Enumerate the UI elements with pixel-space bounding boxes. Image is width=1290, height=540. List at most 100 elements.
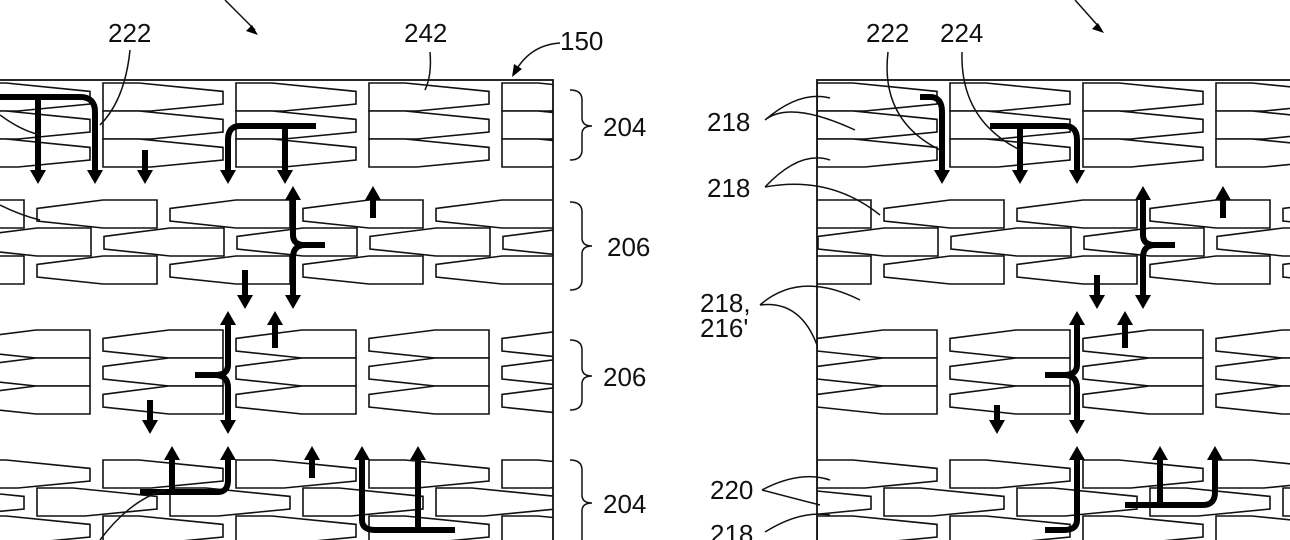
ref-label-222: 222 [108, 18, 151, 48]
fin [103, 227, 225, 257]
fin [0, 493, 25, 513]
arrow-head-icon [220, 420, 236, 434]
arrow-head-icon [1207, 446, 1223, 460]
arrow-head-icon [365, 186, 381, 200]
arrow-head-icon [137, 170, 153, 184]
fin [102, 385, 224, 415]
arrow-head-icon [220, 311, 236, 325]
fin [684, 386, 804, 414]
fin [1215, 357, 1290, 387]
arrow-head-icon [30, 170, 46, 184]
fin [302, 199, 424, 229]
arrow-head-icon [1069, 311, 1085, 325]
fin [235, 138, 357, 168]
fin [817, 227, 939, 257]
fin [1215, 385, 1290, 415]
fin [501, 515, 553, 540]
ref-label-220: 220 [710, 475, 753, 505]
fin [235, 459, 357, 489]
fin [501, 331, 553, 358]
arrow-head-icon [220, 446, 236, 460]
fin [368, 329, 490, 359]
arrow-head-icon [237, 295, 253, 309]
fin [501, 82, 553, 112]
fin [435, 199, 553, 229]
fin [102, 110, 224, 140]
fin [435, 487, 553, 517]
fin [368, 459, 490, 489]
ref-label-224: 224 [940, 18, 983, 48]
fin [1215, 138, 1290, 168]
fin [1082, 82, 1204, 112]
arrow-head-icon [354, 446, 370, 460]
arrow-head-icon [285, 295, 301, 309]
fin [883, 487, 1005, 517]
panel-frame-left [0, 79, 554, 540]
fin [1082, 138, 1204, 168]
fin [235, 357, 357, 387]
group-braces [569, 89, 593, 540]
arrow-head-icon [934, 170, 950, 184]
fin [235, 385, 357, 415]
fin-array-right [618, 82, 1290, 540]
leader-lines [0, 0, 1104, 540]
panel-frame-right [816, 79, 1290, 540]
fin [302, 255, 424, 285]
arrow-head-icon [1012, 170, 1028, 184]
fin [368, 110, 490, 140]
fin [817, 329, 938, 359]
ref-label-222-right: 222 [866, 18, 909, 48]
fin [368, 138, 490, 168]
fin [1282, 262, 1290, 279]
fin [684, 358, 804, 386]
fin [0, 357, 91, 387]
fin [36, 255, 158, 285]
fin [883, 199, 1005, 229]
fin [0, 255, 25, 285]
fin [949, 459, 1071, 489]
fin [235, 82, 357, 112]
arrow-head-icon [142, 420, 158, 434]
fin [501, 459, 553, 489]
arrow-head-icon [304, 446, 320, 460]
ref-label-218-b: 218 [707, 173, 750, 203]
arrow-head-icon [1069, 420, 1085, 434]
ref-label-216: 216' [700, 313, 748, 343]
fin [817, 515, 938, 540]
fin [1016, 255, 1138, 285]
fin [817, 490, 872, 516]
fin [0, 110, 91, 140]
fin [1282, 487, 1290, 517]
fin [169, 199, 291, 229]
fin [102, 459, 224, 489]
fin [817, 199, 872, 229]
arrow-head-icon [277, 170, 293, 184]
fin [1215, 329, 1290, 359]
group-label-204-bottom: 204 [603, 489, 646, 519]
arrow-head-icon [989, 420, 1005, 434]
fin [949, 329, 1071, 359]
fin [685, 228, 805, 256]
fin [1016, 199, 1138, 229]
arrow-head-icon [1135, 295, 1151, 309]
arrow-head-icon [1152, 446, 1168, 460]
ref-label-150: 150 [560, 26, 603, 56]
group-label-206-upper: 206 [607, 232, 650, 262]
ref-label-242: 242 [404, 18, 447, 48]
fin [368, 385, 490, 415]
fin [949, 82, 1071, 112]
fin [368, 82, 490, 112]
fin [1215, 459, 1290, 489]
fin [0, 199, 25, 229]
arrow-head-icon [87, 170, 103, 184]
fin [1215, 82, 1290, 112]
fin [102, 329, 224, 359]
arrow-head-icon [164, 446, 180, 460]
fin [102, 515, 224, 540]
fin [817, 110, 938, 140]
fin [618, 200, 738, 228]
fin [949, 138, 1071, 168]
fin [817, 459, 938, 489]
group-label-206-lower: 206 [603, 362, 646, 392]
